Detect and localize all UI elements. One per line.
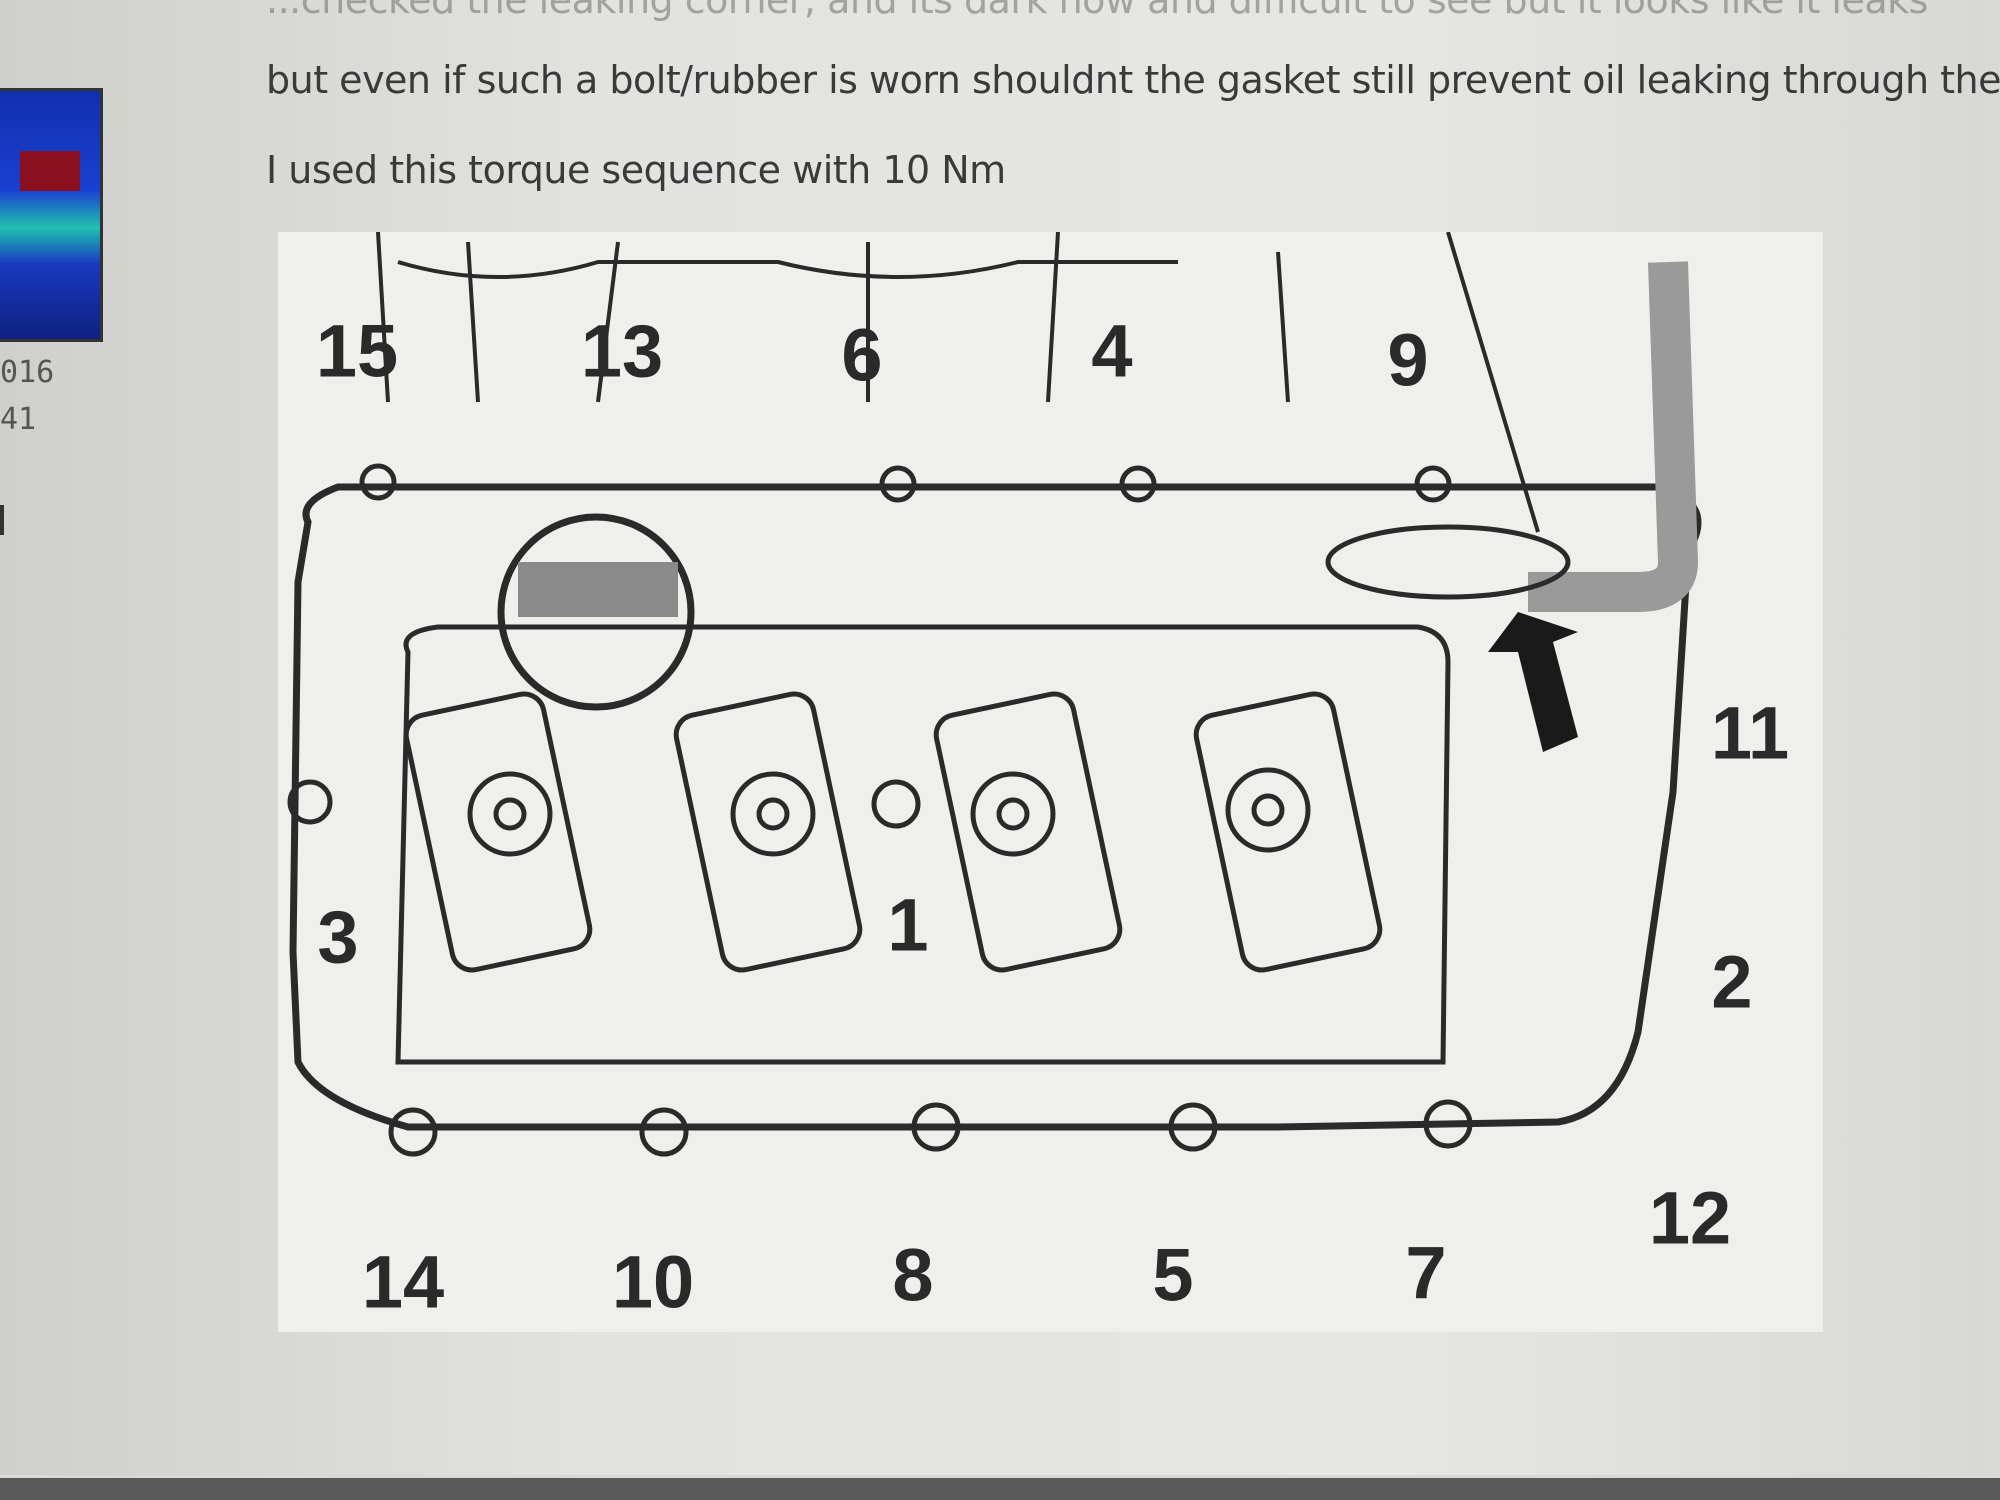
bolt-label-12: 12 bbox=[1648, 1176, 1732, 1260]
post-text-cut-line: ...checked the leaking corner, and its d… bbox=[266, 0, 1928, 22]
bolt-label-7: 7 bbox=[1405, 1231, 1447, 1315]
bolt-label-13: 13 bbox=[580, 309, 664, 393]
avatar-image-detail bbox=[20, 151, 80, 191]
torque-sequence-diagram: 15 13 6 4 9 11 3 1 2 12 14 10 8 5 7 bbox=[278, 231, 1823, 1332]
bolt-label-14: 14 bbox=[361, 1240, 445, 1324]
bolt-label-9: 9 bbox=[1387, 318, 1429, 402]
join-date-fragment: 016 bbox=[0, 355, 55, 390]
post-count-fragment: 41 bbox=[0, 402, 37, 437]
bolt-label-15: 15 bbox=[315, 309, 399, 393]
bolt-label-8: 8 bbox=[892, 1233, 934, 1317]
user-avatar[interactable] bbox=[0, 88, 103, 342]
bolt-label-4: 4 bbox=[1091, 309, 1133, 393]
bolt-label-11: 11 bbox=[1710, 691, 1790, 775]
bolt-label-6: 6 bbox=[841, 313, 883, 397]
taskbar-edge bbox=[0, 1478, 2000, 1500]
post-text-line-1: but even if such a bolt/rubber is worn s… bbox=[266, 58, 2000, 102]
bolt-label-2: 2 bbox=[1711, 940, 1753, 1024]
bolt-label-10: 10 bbox=[611, 1240, 695, 1324]
bolt-label-5: 5 bbox=[1152, 1233, 1194, 1317]
post-text-line-2: I used this torque sequence with 10 Nm bbox=[266, 148, 1006, 192]
sidebar-marker bbox=[0, 505, 4, 535]
bolt-label-3: 3 bbox=[317, 895, 359, 979]
bolt-label-1: 1 bbox=[887, 883, 929, 967]
valve-cover-drawing bbox=[287, 231, 1702, 1157]
